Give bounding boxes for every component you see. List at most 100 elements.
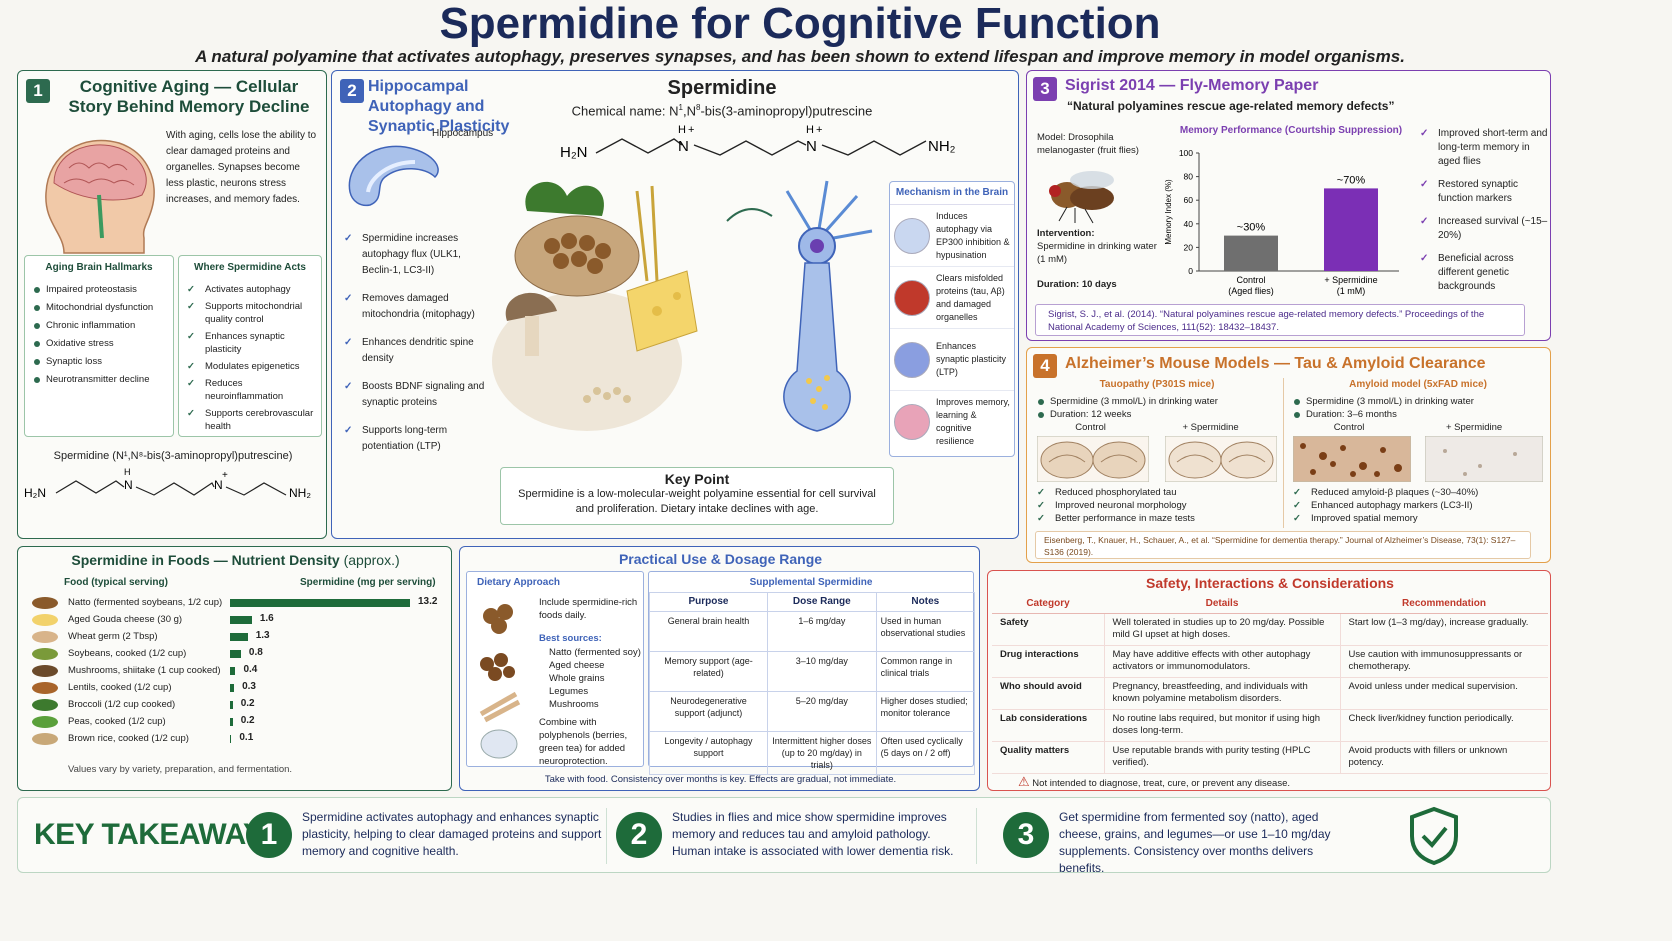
dietary-box: Dietary Approach Include spermidine-rich… bbox=[466, 571, 644, 767]
panel-1-title: Cognitive Aging — Cellular Story Behind … bbox=[68, 77, 310, 116]
dietary-food-icons bbox=[479, 604, 521, 759]
hallmarks-title: Aging Brain Hallmarks bbox=[45, 262, 153, 273]
food-value: 0.2 bbox=[240, 715, 255, 726]
list-item: Supports mitochondrial quality control bbox=[187, 300, 317, 326]
dosage-footer: Take with food. Consistency over months … bbox=[544, 774, 897, 785]
dietary-title: Dietary Approach bbox=[477, 577, 560, 588]
tau-spermidine-brain bbox=[1165, 436, 1277, 482]
list-item: Restored synaptic function markers bbox=[1420, 178, 1548, 206]
tau-brain-images bbox=[1037, 436, 1277, 482]
mechanism-box: Mechanism in the Brain Induces autophagy… bbox=[889, 181, 1015, 457]
chart-x-label-line2: (Aged flies) bbox=[1228, 286, 1274, 296]
dose-cell: Neurodegenerative support (adjunct) bbox=[649, 691, 768, 732]
dose-header: Purpose bbox=[649, 592, 768, 612]
food-row: Natto (fermented soybeans, 1/2 cup)13.2 bbox=[30, 595, 450, 612]
safety-cell: Safety bbox=[992, 613, 1105, 646]
chart-bar bbox=[1324, 188, 1378, 271]
sigrist-citation: Sigrist, S. J., et al. (2014). “Natural … bbox=[1035, 304, 1525, 336]
source-item: Natto (fermented soy) bbox=[549, 647, 641, 658]
p2-items-list: Spermidine increases autophagy flux (ULK… bbox=[344, 231, 489, 467]
food-name: Aged Gouda cheese (30 g) bbox=[68, 614, 183, 625]
dose-header: Notes bbox=[875, 592, 976, 612]
combine-text: Combine with polyphenols (berries, green… bbox=[539, 717, 628, 767]
list-item: Supports long-term potentiation (LTP) bbox=[344, 423, 489, 455]
key-point-box: Key Point Spermidine is a low-molecular-… bbox=[500, 467, 894, 525]
big-formula-h1: H bbox=[678, 124, 686, 136]
panel-1-number: 1 bbox=[26, 79, 50, 103]
eisenberg-citation: Eisenberg, T., Knauer, H., Schauer, A., … bbox=[1035, 531, 1531, 559]
dose-cell: General brain health bbox=[649, 611, 768, 652]
list-item: Duration: 3–6 months bbox=[1293, 408, 1543, 421]
safety-cell: Quality matters bbox=[992, 741, 1105, 774]
food-icon bbox=[32, 716, 58, 728]
chemical-name: Chemical name: N1,N8-bis(3-aminopropyl)p… bbox=[571, 103, 873, 119]
food-name: Peas, cooked (1/2 cup) bbox=[68, 716, 166, 727]
key-point-title: Key Point bbox=[664, 471, 730, 487]
paper-quote: “Natural polyamines rescue age-related m… bbox=[1067, 99, 1395, 113]
formula-right: NH₂ bbox=[289, 486, 311, 500]
food-row: Soybeans, cooked (1/2 cup)0.8 bbox=[30, 646, 450, 663]
list-item: Boosts BDNF signaling and synaptic prote… bbox=[344, 379, 489, 411]
safety-cell: Avoid unless under medical supervision. bbox=[1340, 677, 1548, 710]
chart-title: Memory Performance (Courtship Suppressio… bbox=[1180, 125, 1402, 136]
list-item: Increased survival (~15–20%) bbox=[1420, 215, 1548, 243]
formula-h1: H bbox=[124, 467, 131, 477]
safety-cell: Pregnancy, breastfeeding, and individual… bbox=[1104, 677, 1341, 710]
tau-control-label: Control bbox=[1075, 422, 1106, 433]
mechanism-item: Clears misfolded proteins (tau, Aβ) and … bbox=[890, 267, 1014, 329]
food-bar bbox=[230, 735, 232, 743]
foods-title: Spermidine in Foods — Nutrient Density (… bbox=[71, 552, 400, 568]
page-title: Spermidine for Cognitive Function bbox=[439, 0, 1161, 48]
list-item: Duration: 12 weeks bbox=[1037, 408, 1277, 421]
acts-title: Where Spermidine Acts bbox=[194, 262, 306, 273]
chart-y-tick: 40 bbox=[1184, 219, 1194, 229]
list-item: Better performance in maze tests bbox=[1037, 512, 1277, 525]
safety-cell: Use caution with immunosuppressants or c… bbox=[1340, 645, 1548, 678]
safety-cell: Well tolerated in studies up to 20 mg/da… bbox=[1104, 613, 1341, 646]
list-item: Spermidine increases autophagy flux (ULK… bbox=[344, 231, 489, 279]
molecule-title: Spermidine bbox=[667, 77, 777, 99]
list-item: Beneficial across different genetic back… bbox=[1420, 252, 1548, 294]
food-name: Lentils, cooked (1/2 cup) bbox=[68, 682, 172, 693]
panel-safety: Safety, Interactions & Considerations Ca… bbox=[987, 570, 1551, 791]
food-icon bbox=[32, 597, 58, 609]
best-sources-label: Best sources: bbox=[539, 633, 602, 644]
panel-cognitive-aging: 1 Cognitive Aging — Cellular Story Behin… bbox=[17, 70, 327, 539]
mechanism-icon bbox=[894, 279, 930, 316]
food-value: 0.3 bbox=[242, 681, 256, 692]
formula-plus: + bbox=[222, 470, 228, 481]
hallmarks-box: Aging Brain Hallmarks Impaired proteosta… bbox=[24, 255, 174, 437]
chart-bar bbox=[1224, 235, 1278, 271]
chart-bar-label: ~70% bbox=[1337, 174, 1366, 186]
mechanism-item: Improves memory, learning & cognitive re… bbox=[890, 391, 1014, 453]
food-bar bbox=[230, 616, 252, 624]
big-formula-h2: H bbox=[806, 124, 814, 136]
chart-y-tick: 60 bbox=[1184, 195, 1194, 205]
list-item: Spermidine (3 mmol/L) in drinking water bbox=[1293, 395, 1543, 408]
takeaway-divider bbox=[606, 808, 607, 864]
acts-box: Where Spermidine Acts Activates autophag… bbox=[178, 255, 322, 437]
safety-cell: No routine labs required, but monitor if… bbox=[1104, 709, 1341, 742]
big-formula-n2: N bbox=[806, 138, 817, 155]
food-row: Mushrooms, shiitake (1 cup cooked)0.4 bbox=[30, 663, 450, 680]
mechanism-text: Improves memory, learning & cognitive re… bbox=[936, 397, 1010, 446]
food-name: Broccoli (1/2 cup cooked) bbox=[68, 699, 176, 710]
hippocampus-label: Hippocampus bbox=[432, 128, 494, 139]
source-item: Whole grains bbox=[549, 673, 605, 684]
table-row: Neurodegenerative support (adjunct)5–20 … bbox=[649, 691, 976, 732]
source-item: Legumes bbox=[549, 686, 589, 697]
panel-1-text: With aging, cells lose the ability to cl… bbox=[166, 130, 317, 205]
big-formula-plus1: + bbox=[688, 124, 694, 136]
food-value: 13.2 bbox=[418, 596, 438, 607]
intervention-text: Spermidine in drinking water (1 mM) bbox=[1037, 241, 1157, 265]
food-bar bbox=[230, 633, 248, 641]
supplemental-title: Supplemental Spermidine bbox=[749, 577, 873, 588]
amyloid-title: Amyloid model (5xFAD mice) bbox=[1349, 379, 1487, 390]
mechanism-text: Induces autophagy via EP300 inhibition &… bbox=[936, 210, 1010, 260]
list-item: Oxidative stress bbox=[33, 337, 173, 350]
dose-cell: Often used cyclically (5 days on / 2 off… bbox=[875, 731, 976, 775]
